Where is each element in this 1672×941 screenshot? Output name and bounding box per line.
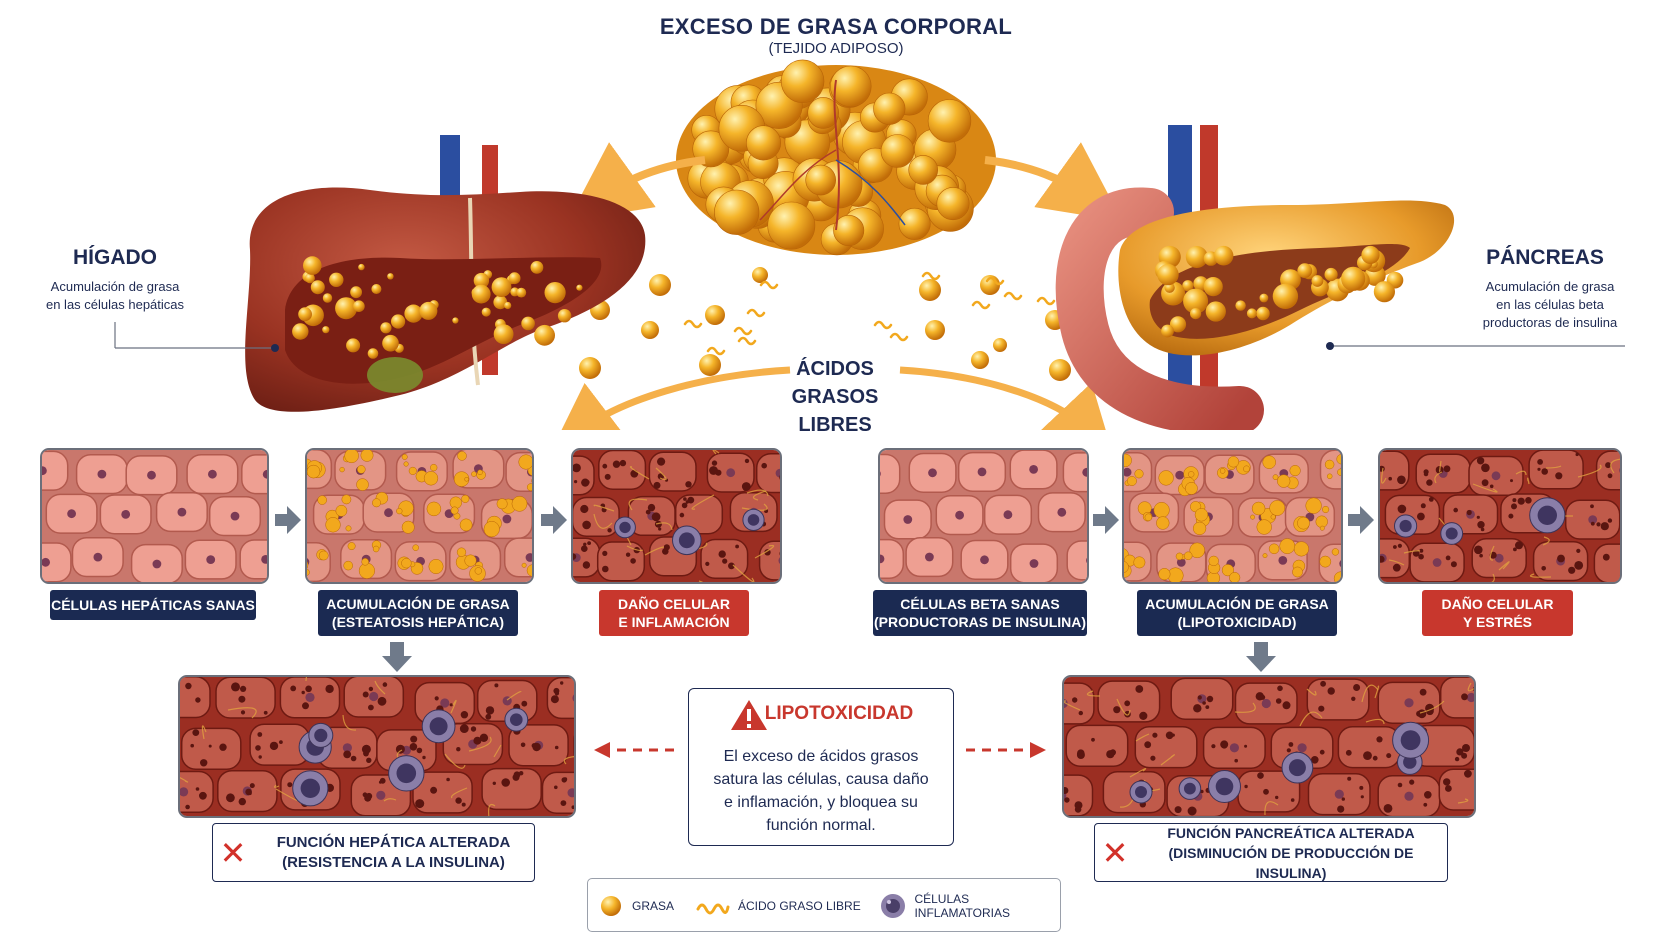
pancreas-desc-line: productoras de insulina	[1482, 315, 1618, 330]
label-line: Y ESTRÉS	[1463, 614, 1532, 630]
liver-illustration	[245, 135, 646, 412]
tile-pancreas-impaired	[1062, 675, 1476, 818]
liver-title: HÍGADO	[73, 246, 157, 269]
label-line: ACUMULACIÓN DE GRASA	[1145, 596, 1329, 612]
tile-art	[1380, 450, 1620, 582]
main-subtitle: (TEJIDO ADIPOSO)	[768, 40, 904, 57]
label-beta-damage: DAÑO CELULAR Y ESTRÉS	[1422, 590, 1573, 636]
ffa-label-line: ÁCIDOS	[796, 358, 874, 380]
warning-triangle-icon	[731, 700, 767, 730]
adipose-tissue	[676, 59, 996, 256]
result-line: FUNCIÓN HEPÁTICA ALTERADA	[276, 833, 511, 851]
legend-item-inflammatory: CÉLULAS INFLAMATORIAS	[878, 879, 1060, 933]
label-line: (LIPOTOXICIDAD)	[1177, 614, 1297, 630]
pancreas-desc-line: en las células beta	[1496, 297, 1604, 312]
red-arrow-right-icon	[1030, 742, 1046, 758]
pancreas-result-text: FUNCIÓN PANCREÁTICA ALTERADA (DISMINUCIÓ…	[1135, 823, 1447, 883]
pancreas-illustration	[1055, 125, 1455, 430]
free-fatty-acids-label: ÁCIDOS GRASOS LIBRES	[760, 355, 910, 439]
top-illustration	[114, 59, 1625, 430]
label-line: E INFLAMACIÓN	[618, 614, 730, 630]
lipotoxicity-title: LIPOTOXICIDAD	[764, 703, 914, 724]
fat-droplet-icon	[601, 896, 621, 916]
legend-label: GRASA	[632, 899, 675, 913]
legend-label: CÉLULAS INFLAMATORIAS	[914, 892, 1011, 920]
gray-arrow-right-icon	[541, 506, 567, 534]
lipotoxicity-text: El exceso de ácidos grasos satura las cé…	[699, 745, 943, 837]
arrow-to-pancreas	[984, 142, 1123, 222]
down-arrows	[382, 642, 1276, 672]
pancreas-result-box: ✕ FUNCIÓN PANCREÁTICA ALTERADA (DISMINUC…	[1094, 823, 1448, 882]
red-x-icon: ✕	[1101, 833, 1129, 872]
lipo-line: función normal.	[766, 817, 876, 834]
arrow-ffa-to-liver-cells	[550, 366, 791, 430]
red-arrow-left-icon	[594, 742, 610, 758]
tile-liver-damage	[571, 448, 782, 584]
label-line: DAÑO CELULAR	[1441, 596, 1554, 612]
gray-arrow-right-icon	[1093, 506, 1119, 534]
result-line: (RESISTENCIA A LA INSULINA)	[282, 853, 505, 871]
tile-beta-fat-accumulation	[1122, 448, 1343, 584]
tile-art	[307, 450, 532, 582]
tile-art	[42, 450, 267, 582]
lipo-line: El exceso de ácidos grasos	[723, 748, 919, 765]
pancreas-description: Acumulación de grasa en las células beta…	[1455, 278, 1645, 332]
free-fatty-acid-droplets	[579, 267, 1090, 381]
inflammatory-cell-icon	[881, 894, 905, 918]
liver-result-box: ✕ FUNCIÓN HEPÁTICA ALTERADA (RESISTENCIA…	[212, 823, 535, 882]
result-line: (DISMINUCIÓN DE PRODUCCIÓN DE INSULINA)	[1168, 844, 1414, 881]
label-healthy-beta-cells: CÉLULAS BETA SANAS (PRODUCTORAS DE INSUL…	[873, 590, 1087, 636]
arrow-ffa-to-beta-cells	[899, 366, 1114, 430]
tile-art	[880, 450, 1087, 582]
ffa-label-line: GRASOS LIBRES	[791, 386, 879, 436]
legend-label: ÁCIDO GRASO LIBRE	[738, 899, 861, 913]
label-line: DAÑO CELULAR	[618, 596, 730, 612]
tile-beta-damage	[1378, 448, 1622, 584]
legend-item-ffa: ÁCIDO GRASO LIBRE	[696, 879, 861, 933]
gray-arrow-right-icon	[275, 506, 301, 534]
label-liver-damage: DAÑO CELULAR E INFLAMACIÓN	[599, 590, 749, 636]
lipotoxicity-box: LIPOTOXICIDAD El exceso de ácidos grasos…	[688, 688, 954, 846]
liver-desc-line: Acumulación de grasa	[50, 279, 180, 294]
tile-art	[1124, 450, 1341, 582]
step-arrows	[275, 506, 1374, 534]
lipo-line: e inflamación, y bloquea su	[724, 794, 918, 811]
label-line: (PRODUCTORAS DE INSULINA)	[873, 614, 1087, 630]
gray-arrow-right-icon	[1348, 506, 1374, 534]
red-x-icon: ✕	[219, 833, 247, 872]
label-liver-fat-accumulation: ACUMULACIÓN DE GRASA (ESTEATOSIS HEPÁTIC…	[318, 590, 518, 636]
liver-desc-line: en las células hepáticas	[45, 297, 185, 312]
arrow-to-liver	[567, 142, 706, 222]
result-line: FUNCIÓN PANCREÁTICA ALTERADA	[1167, 824, 1415, 841]
pancreas-desc-line: Acumulación de grasa	[1485, 279, 1615, 294]
tile-liver-impaired	[178, 675, 576, 818]
gray-arrow-down-icon	[382, 642, 412, 672]
tile-liver-fat-accumulation	[305, 448, 534, 584]
pancreas-title: PÁNCREAS	[1486, 246, 1604, 269]
tile-art	[573, 450, 780, 582]
legend-item-fat: GRASA	[598, 879, 674, 933]
fatty-acid-squiggle-icon	[696, 903, 730, 915]
label-line: ACUMULACIÓN DE GRASA	[326, 596, 510, 612]
main-title: EXCESO DE GRASA CORPORAL	[659, 14, 1013, 39]
tile-healthy-liver-cells	[40, 448, 269, 584]
liver-description: Acumulación de grasa en las células hepá…	[20, 278, 210, 314]
tile-healthy-beta-cells	[878, 448, 1089, 584]
tile-art	[180, 677, 574, 816]
label-beta-fat-accumulation: ACUMULACIÓN DE GRASA (LIPOTOXICIDAD)	[1137, 590, 1337, 636]
tile-art	[1064, 677, 1474, 816]
dashed-arrows	[594, 742, 1046, 758]
legend: GRASA ÁCIDO GRASO LIBRE CÉLULAS INFLAMAT…	[587, 878, 1061, 932]
label-healthy-liver-cells: CÉLULAS HEPÁTICAS SANAS	[50, 590, 256, 620]
label-line: (ESTEATOSIS HEPÁTICA)	[331, 614, 505, 630]
label-line: CÉLULAS BETA SANAS	[900, 596, 1060, 612]
liver-result-text: FUNCIÓN HEPÁTICA ALTERADA (RESISTENCIA A…	[253, 833, 534, 873]
gray-arrow-down-icon	[1246, 642, 1276, 672]
lipo-line: satura las células, causa daño	[713, 771, 929, 788]
label-line: CÉLULAS HEPÁTICAS SANAS	[51, 597, 255, 613]
